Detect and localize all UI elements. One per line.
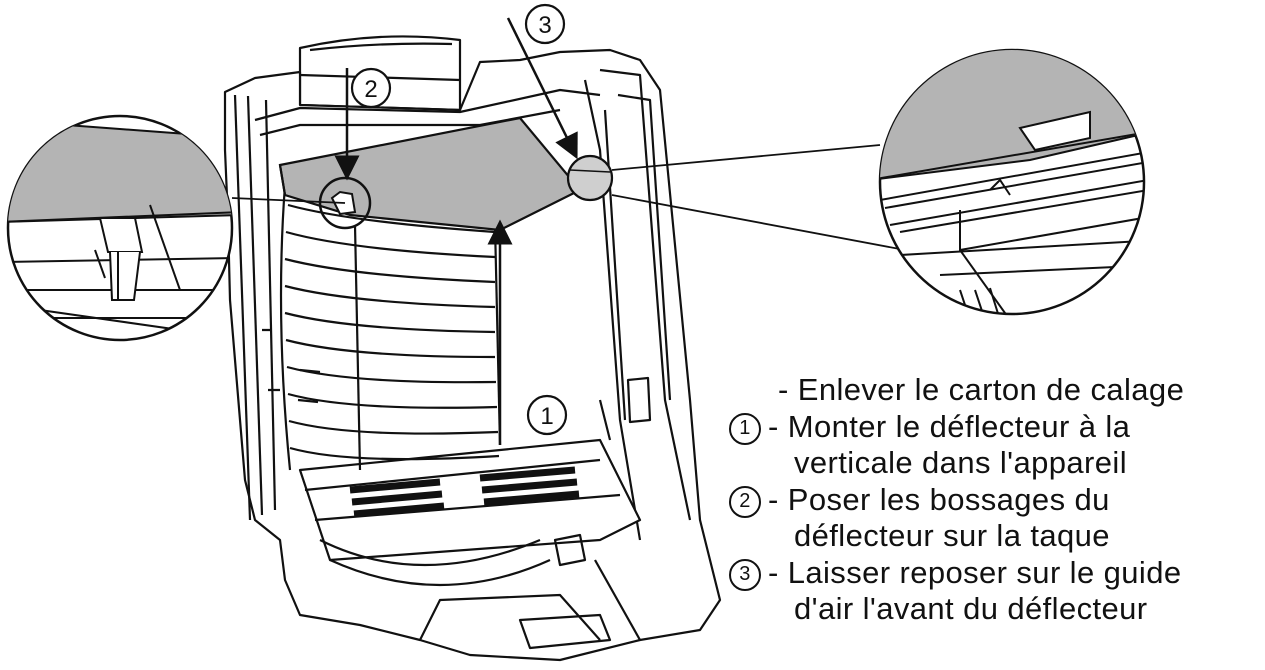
instruction-intro: - Enlever le carton de calage bbox=[778, 372, 1185, 407]
instruction-step-1-line-2: verticale dans l'appareil bbox=[794, 445, 1127, 480]
svg-text:2: 2 bbox=[364, 76, 377, 103]
detail-right-magnifier bbox=[878, 48, 1146, 316]
step-1-marker: 1 bbox=[722, 409, 768, 445]
instruction-step-3-line-2: d'air l'avant du déflecteur bbox=[794, 591, 1148, 626]
svg-text:3: 3 bbox=[538, 12, 551, 39]
svg-text:1: 1 bbox=[540, 403, 553, 430]
step-2-marker: 2 bbox=[722, 482, 768, 518]
arrows bbox=[334, 17, 578, 445]
callout-2: 2 bbox=[350, 67, 392, 109]
instruction-step-1: 1 - Monter le déflecteur à la bbox=[722, 409, 1262, 446]
instruction-step-2-line-2: déflecteur sur la taque bbox=[794, 518, 1110, 553]
callout-3: 3 bbox=[524, 3, 566, 45]
callout-1: 1 bbox=[526, 394, 568, 436]
step-3-marker: 3 bbox=[722, 555, 768, 591]
instruction-step-2: 2 - Poser les bossages du bbox=[722, 482, 1262, 519]
detail-leader-lines bbox=[231, 144, 906, 251]
instructions-list: - Enlever le carton de calage 1 - Monter… bbox=[722, 372, 1262, 628]
instruction-step-3: 3 - Laisser reposer sur le guide bbox=[722, 555, 1262, 592]
deflector-plate bbox=[278, 116, 614, 232]
detail-left-magnifier bbox=[6, 114, 234, 342]
